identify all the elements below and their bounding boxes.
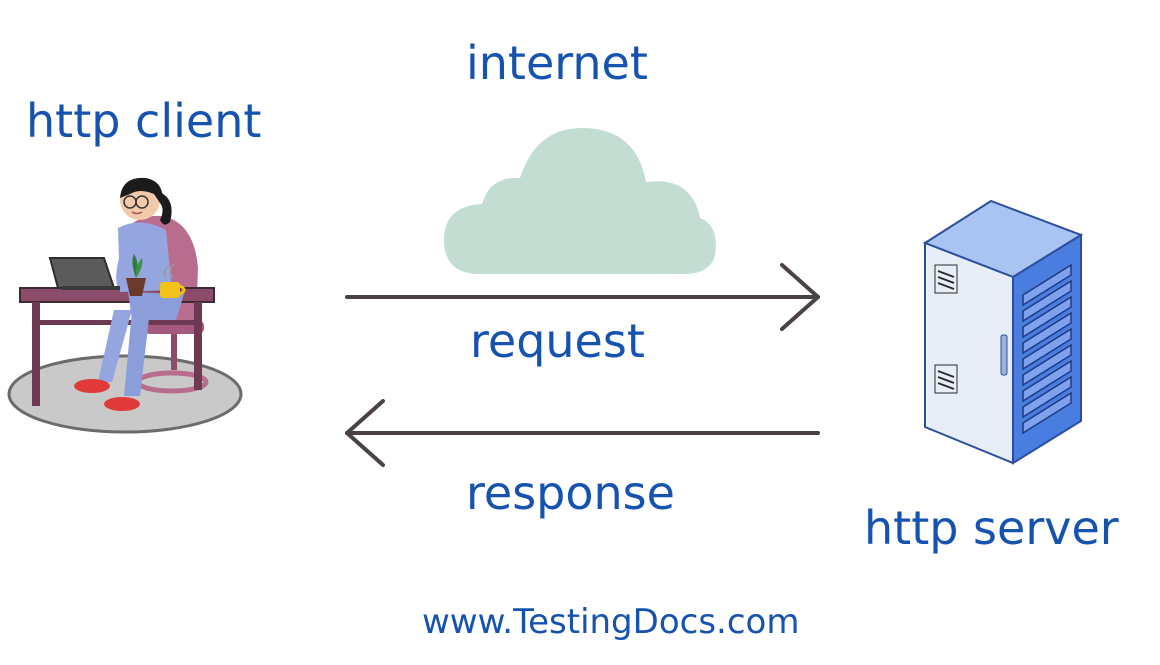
arrow-left-icon <box>345 399 820 467</box>
arrow-right-icon <box>345 263 820 331</box>
request-response-arrows <box>345 263 820 467</box>
http-client-label: http client <box>26 94 262 148</box>
request-label: request <box>470 314 645 368</box>
footer-url: www.TestingDocs.com <box>422 602 800 642</box>
cloud-icon <box>444 128 716 274</box>
server-rack-icon <box>922 199 1084 465</box>
person-at-laptop-icon <box>7 177 243 434</box>
internet-label: internet <box>466 36 648 90</box>
http-server-label: http server <box>864 501 1119 555</box>
response-label: response <box>466 466 675 520</box>
